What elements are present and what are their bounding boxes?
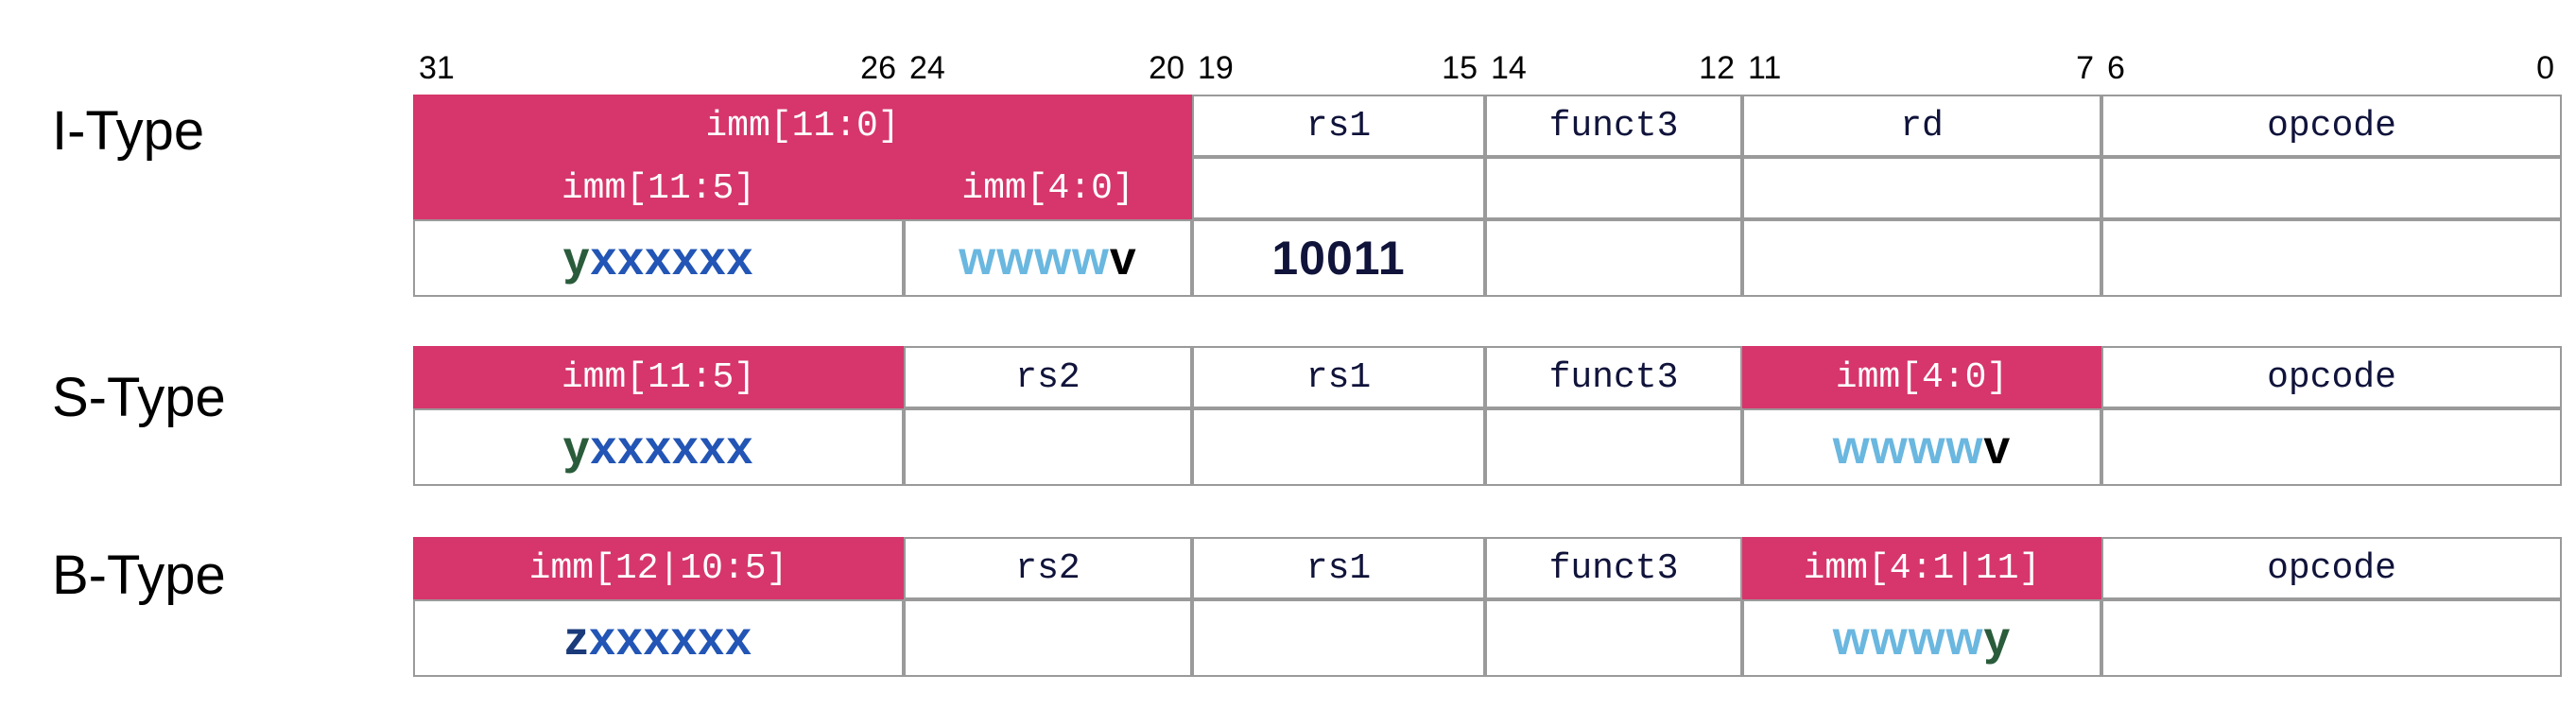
field-cell: rs1 <box>1192 346 1485 408</box>
bit-tick-14: 14 <box>1491 50 1527 86</box>
field-cell: funct3 <box>1485 537 1742 599</box>
immediate-field-cell: imm[4:0] <box>904 157 1192 219</box>
field-cell: rs1 <box>1192 537 1485 599</box>
field-cell: funct3 <box>1485 95 1742 157</box>
bit-pattern-cell <box>1192 599 1485 677</box>
field-row: imm[11:5]imm[4:0] <box>413 157 2562 219</box>
bit-pattern-cell <box>904 408 1192 486</box>
bit-tick-6: 6 <box>2107 50 2125 86</box>
field-cell: rs2 <box>904 537 1192 599</box>
bit-segment-lightblue: wwww <box>1832 421 1984 474</box>
bit-segment-lightblue: wwww <box>959 232 1110 285</box>
bit-pattern-cell: 10011 <box>1192 219 1485 297</box>
bit-pattern-cell <box>1485 599 1742 677</box>
field-cell: rs1 <box>1192 95 1485 157</box>
field-cell <box>2101 157 2562 219</box>
immediate-field-cell: imm[11:5] <box>413 346 904 408</box>
field-cell: funct3 <box>1485 346 1742 408</box>
field-cell: opcode <box>2101 346 2562 408</box>
bit-segment-navy: z <box>564 612 590 665</box>
format-label-s-type: S-Type <box>52 367 226 428</box>
bit-tick-12: 12 <box>1699 50 1735 86</box>
bit-segment-black: v <box>1983 421 2012 474</box>
bit-segment-blue: xxxxxx <box>590 421 754 474</box>
bit-tick-0: 0 <box>2536 50 2554 86</box>
bit-tick-24: 24 <box>909 50 945 86</box>
field-cell <box>1742 157 2101 219</box>
bit-tick-26: 26 <box>860 50 896 86</box>
immediate-field-cell: imm[12|10:5] <box>413 537 904 599</box>
bit-tick-15: 15 <box>1442 50 1478 86</box>
bit-tick-11: 11 <box>1748 50 1782 86</box>
format-label-b-type: B-Type <box>52 545 226 606</box>
field-cell <box>1192 157 1485 219</box>
format-label-i-type: I-Type <box>52 100 205 162</box>
immediate-field-cell: imm[11:5] <box>413 157 904 219</box>
bit-pattern-cell <box>1485 408 1742 486</box>
field-cell <box>1485 157 1742 219</box>
field-cell: opcode <box>2101 537 2562 599</box>
field-cell: opcode <box>2101 95 2562 157</box>
bit-segment-green: y <box>562 232 591 285</box>
bit-segment-lightblue: wwww <box>1832 612 1984 665</box>
bit-pattern-cell <box>1485 219 1742 297</box>
bit-segment-green: y <box>1983 612 2012 665</box>
bit-pattern-cell <box>2101 599 2562 677</box>
immediate-field-cell: imm[4:0] <box>1742 346 2101 408</box>
bit-pattern-cell <box>1742 219 2101 297</box>
bit-pattern-cell <box>1192 408 1485 486</box>
bit-tick-19: 19 <box>1198 50 1234 86</box>
bit-segment-blue: xxxxxx <box>590 232 754 285</box>
bit-segment-blue: xxxxxx <box>589 612 752 665</box>
field-cell: rs2 <box>904 346 1192 408</box>
immediate-field-cell: imm[4:1|11] <box>1742 537 2101 599</box>
bit-tick-7: 7 <box>2076 50 2094 86</box>
bit-tick-31: 31 <box>419 50 455 86</box>
field-cell: rd <box>1742 95 2101 157</box>
bit-pattern-cell <box>2101 219 2562 297</box>
bit-pattern-cell <box>2101 408 2562 486</box>
bit-pattern-cell <box>904 599 1192 677</box>
immediate-field-cell: imm[11:0] <box>413 95 1192 157</box>
bit-segment-green: y <box>562 421 591 474</box>
bit-tick-20: 20 <box>1149 50 1184 86</box>
bit-segment-opcode: 10011 <box>1271 232 1406 285</box>
bit-segment-black: v <box>1109 232 1137 285</box>
